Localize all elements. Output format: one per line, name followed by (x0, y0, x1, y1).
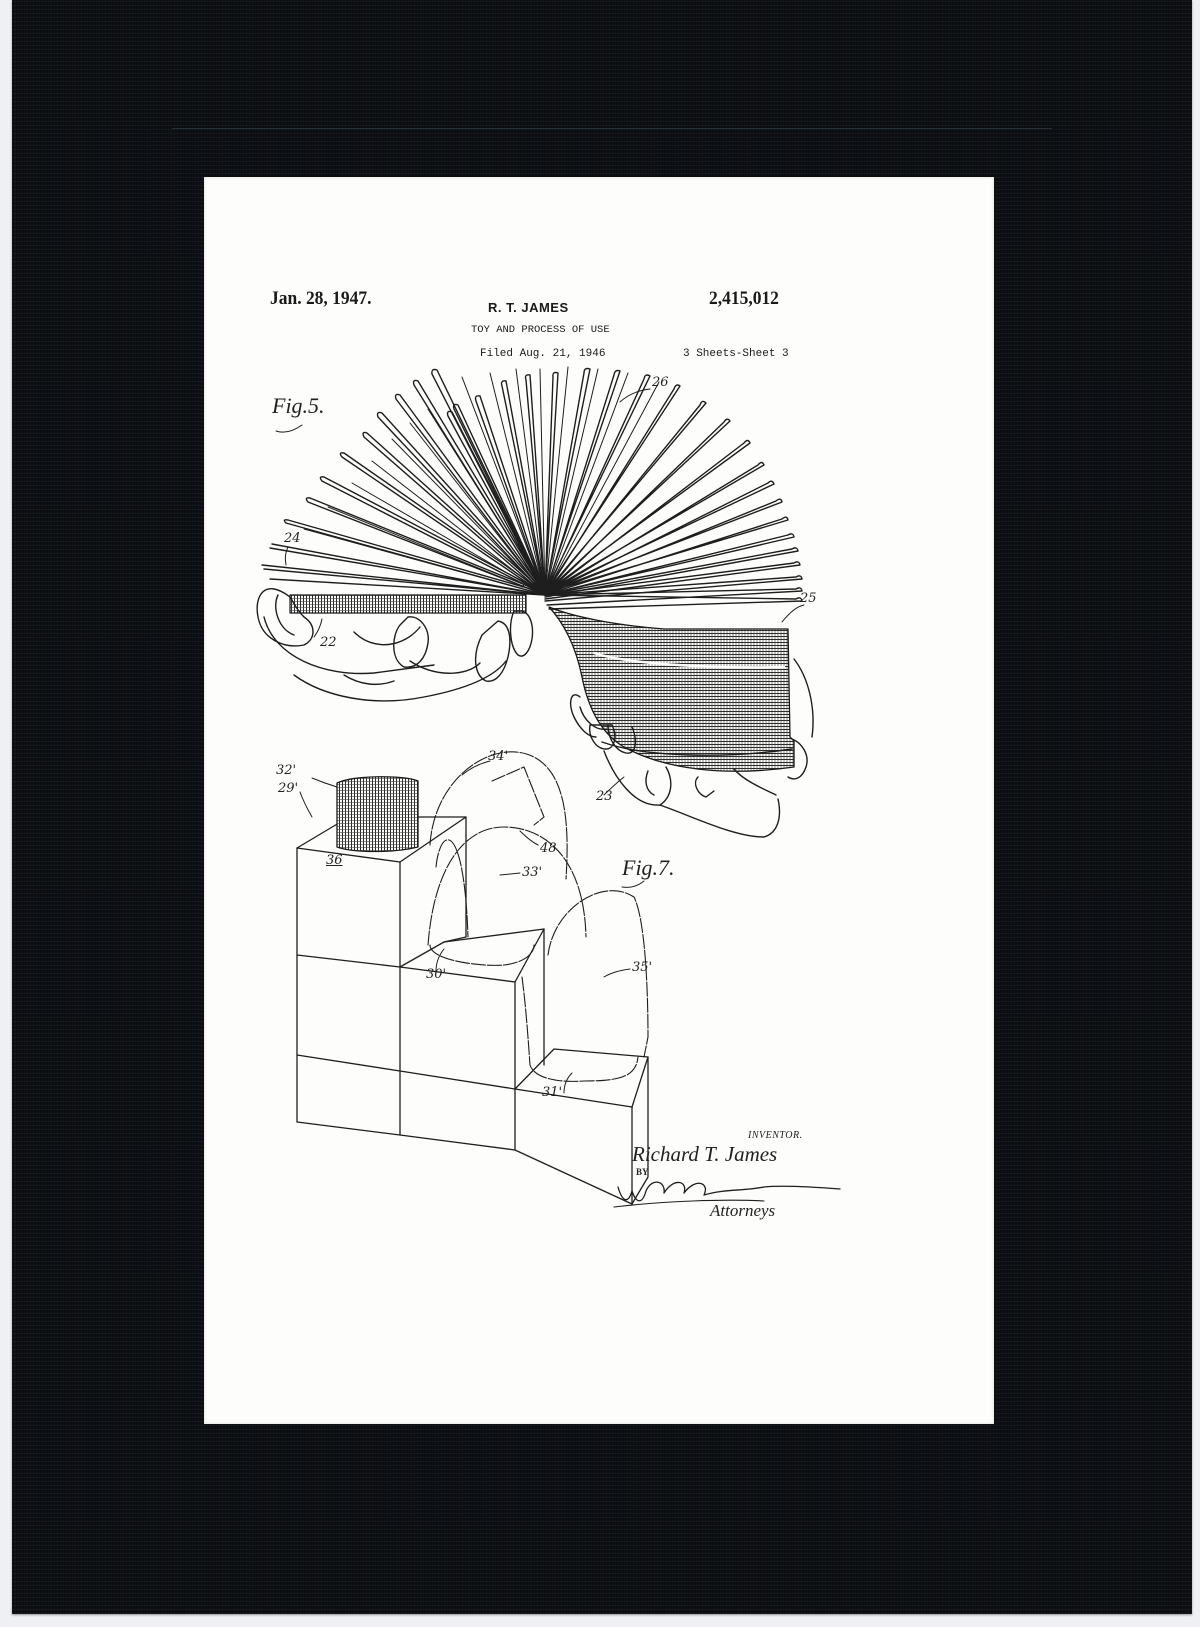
fig5-label: Fig.5. (272, 393, 325, 418)
ref-36: 36 (326, 853, 343, 868)
ref-31-prime: 31' (542, 1085, 563, 1100)
inventor-name-header: R. T. JAMES (488, 300, 569, 315)
leader-30p (435, 948, 445, 972)
leader-48 (519, 830, 539, 846)
leader-31p (563, 1072, 573, 1094)
attorney-signature-scribble (617, 1181, 841, 1202)
ref-48: 48 (540, 841, 557, 856)
patent-date: Jan. 28, 1947. (270, 288, 372, 309)
slinky-walking-arcs (427, 751, 649, 1082)
ref-24: 24 (284, 531, 301, 546)
filed-date: Filed Aug. 21, 1946 (480, 348, 606, 360)
leader-26 (619, 388, 651, 403)
patent-number: 2,415,012 (709, 288, 779, 309)
fig7-flourish (621, 880, 645, 888)
fig7-label: Fig.7. (622, 855, 675, 880)
patent-drawing (256, 366, 841, 1208)
by-label: BY (636, 1167, 649, 1177)
left-hand-drawing (256, 588, 534, 702)
ref-25: 25 (800, 591, 817, 606)
leader-34p (461, 760, 491, 776)
leader-24 (284, 546, 289, 566)
ref-22: 22 (320, 635, 337, 650)
inventor-caption: INVENTOR. (748, 1130, 803, 1141)
left-coil-stack (289, 594, 527, 614)
ref-33-prime: 33' (522, 865, 543, 880)
sheet-count: 3 Sheets-Sheet 3 (683, 348, 789, 360)
slinky-fan-loops (261, 366, 803, 610)
right-hand-drawing (569, 658, 814, 838)
leader-35p (603, 968, 631, 978)
patent-title: TOY AND PROCESS OF USE (471, 324, 610, 336)
ref-35-prime: 35' (632, 960, 653, 975)
stair-slinky-cylinder (336, 776, 419, 853)
leader-25 (781, 604, 805, 623)
stair-blocks (296, 816, 649, 1205)
ref-29-prime: 29' (278, 781, 299, 796)
ref-32-prime: 32' (276, 763, 297, 778)
leader-32p (311, 777, 338, 788)
ref-26: 26 (652, 375, 669, 390)
ref-34-prime: 34' (488, 749, 509, 764)
ref-23: 23 (596, 789, 613, 804)
attorney-signature-underline (613, 1199, 765, 1208)
leader-23 (603, 776, 625, 796)
right-coil-stack (548, 606, 795, 772)
fig5-flourish (275, 424, 303, 433)
inventor-signature: Richard T. James (632, 1142, 778, 1166)
ref-30-prime: 30' (426, 967, 447, 982)
patent-sheet: Jan. 28, 1947. R. T. JAMES 2,415,012 TOY… (204, 177, 994, 1424)
leader-22 (313, 618, 323, 638)
leader-29p (299, 791, 313, 818)
leader-33p (499, 872, 521, 876)
attorneys-label: Attorneys (710, 1201, 776, 1220)
